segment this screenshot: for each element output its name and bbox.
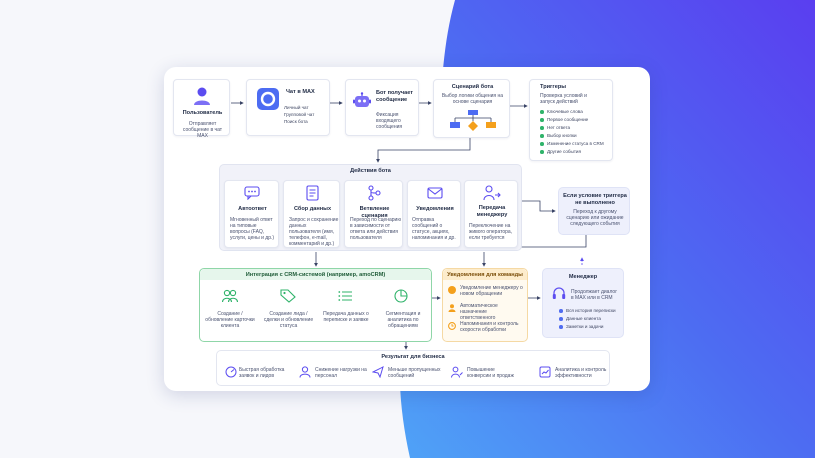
action-title: Автоответ — [238, 206, 267, 212]
document-icon — [306, 185, 319, 201]
action-card-data: Сбор данных Запрос и сохранение данных п… — [283, 180, 340, 248]
branch-icon — [368, 185, 381, 201]
max-logo-icon — [257, 88, 279, 110]
trigger-item: Нет ответа — [540, 124, 604, 132]
manager-desc: Продолжает диалог в MAX или в CRM — [571, 289, 618, 301]
action-desc: Переход по сценарию в зависимости от отв… — [350, 217, 402, 241]
trigger-item: Изменение статуса в CRM — [540, 140, 604, 148]
action-desc: Переключение на живого оператора, если т… — [469, 223, 513, 241]
headset-icon — [552, 287, 566, 299]
person-icon — [448, 304, 456, 312]
action-card-branch: Ветвление сценария Переход по сценарию в… — [344, 180, 403, 248]
trigger-item: Другие события — [540, 148, 604, 156]
tag-icon — [280, 289, 296, 303]
manager-title: Менеджер — [568, 274, 598, 280]
pie-chart-icon — [394, 289, 408, 303]
crm-step: Создание / обновление карточки клиента — [205, 311, 255, 329]
triggers-node: Триггеры Проверка условий и запуск дейст… — [529, 79, 613, 161]
triggers-desc: Проверка условий и запуск действий — [540, 93, 587, 105]
trigger-item: Выбор кнопки — [540, 132, 604, 140]
crm-panel: Интеграция с CRM-системой (например, amo… — [199, 268, 432, 342]
bell-icon — [448, 286, 456, 294]
triggers-title: Триггеры — [540, 84, 567, 90]
crm-title: Интеграция с CRM-системой (например, amo… — [245, 272, 386, 278]
action-card-notify: Уведомления Отправка сообщений о статусе… — [407, 180, 461, 248]
notify-title: Уведомления для команды — [447, 272, 523, 278]
action-desc: Отправка сообщений о статусе, акциях, на… — [412, 217, 456, 241]
manager-item: Вся история переписки — [559, 307, 616, 315]
scenario-title: Сценарий бота — [451, 84, 494, 90]
chat-title: Чат в MAX — [286, 89, 315, 95]
result-item: Быстрая обработка заявок и лидов — [239, 367, 285, 379]
chat-node: Чат в MAX Личный чат Групповой чат Поиск… — [246, 79, 330, 136]
chat-bubble-icon — [244, 186, 260, 200]
result-item: Повышение конверсии и продаж — [467, 367, 514, 379]
result-item: Аналитика и контроль эффективности — [555, 367, 607, 379]
action-title: Сбор данных — [293, 206, 332, 212]
speed-icon — [225, 366, 237, 378]
list-icon — [338, 291, 352, 301]
actions-title: Действия бота — [350, 168, 391, 174]
action-title: Уведомления — [416, 206, 454, 212]
result-item: Снижение нагрузки на персонал — [315, 367, 367, 379]
action-desc: Мгновенный ответ на типовые вопросы (FAQ… — [230, 217, 275, 241]
manager-item: Заметки и задачи — [559, 323, 616, 331]
scenario-node: Сценарий бота Выбор логики общения на ос… — [433, 79, 510, 138]
user-icon — [194, 87, 210, 105]
chat-item: Поиск бота — [284, 119, 308, 124]
robot-icon — [353, 92, 371, 107]
user-node: Пользователь Отправляет сообщение в чат … — [173, 79, 230, 139]
crm-step: Создание лида / сделки и обновление стат… — [263, 311, 314, 329]
notify-item: Напоминания и контроль скорости обработк… — [460, 321, 519, 333]
analytics-icon — [539, 366, 551, 378]
chat-item: Групповой чат — [284, 112, 315, 117]
fallback-node: Если условие триггера не выполнено Перех… — [558, 187, 630, 235]
notify-panel: Уведомления для команды Уведомление мене… — [442, 268, 528, 342]
users-icon — [222, 289, 238, 303]
staff-icon — [299, 366, 311, 378]
crm-header — [200, 269, 431, 280]
user-transfer-icon — [483, 185, 501, 201]
trigger-item: Ключевые слова — [540, 108, 604, 116]
clock-icon — [448, 322, 456, 330]
action-title: Передача менеджеру — [476, 205, 508, 218]
result-title: Результат для бизнеса — [381, 354, 445, 360]
notify-header — [443, 269, 527, 280]
result-item: Меньше пропущенных сообщений — [388, 367, 441, 379]
scenario-desc: Выбор логики общения на основе сценария — [441, 93, 504, 105]
manager-panel: Менеджер Продолжает диалог в MAX или в C… — [542, 268, 624, 338]
triggers-list: Ключевые слова Первое сообщение Нет отве… — [540, 108, 604, 156]
user-desc: Отправляет сообщение в чат MAX — [182, 121, 223, 139]
action-card-autoreply: Автоответ Мгновенный ответ на типовые во… — [224, 180, 279, 248]
action-desc: Запрос и сохранение данных пользователя … — [289, 217, 339, 247]
chat-item: Личный чат — [284, 105, 309, 110]
bot-receive-node: Бот получает сообщение Фиксация входящег… — [345, 79, 419, 136]
crm-step: Передача данных о переписке и заявке — [323, 311, 369, 323]
fallback-desc: Переход к другому сценарию или ожидание … — [566, 209, 624, 227]
envelope-icon — [427, 187, 443, 199]
send-icon — [372, 366, 384, 378]
notify-item: Автоматическое назначение ответственного — [460, 303, 498, 321]
manager-list: Вся история переписки Данные клиента Зам… — [559, 307, 616, 331]
flowchart-icon — [450, 110, 496, 131]
growth-icon — [451, 366, 463, 378]
bot-desc: Фиксация входящего сообщения — [376, 112, 403, 130]
notify-item: Уведомление менеджеру о новом обращении — [460, 285, 523, 297]
manager-item: Данные клиента — [559, 315, 616, 323]
action-card-handoff: Передача менеджеру Переключение на живог… — [464, 180, 518, 248]
crm-step: Сегментация и аналитика по обращениям — [385, 311, 421, 329]
trigger-item: Первое сообщение — [540, 116, 604, 124]
fallback-title: Если условие триггера не выполнено — [563, 193, 627, 206]
result-panel: Результат для бизнеса Быстрая обработка … — [216, 350, 610, 386]
action-title: Ветвление сценария — [359, 206, 390, 219]
bot-title: Бот получает сообщение — [376, 90, 413, 103]
chat-list: Личный чат Групповой чат Поиск бота — [284, 104, 314, 125]
user-title: Пользователь — [182, 110, 223, 116]
